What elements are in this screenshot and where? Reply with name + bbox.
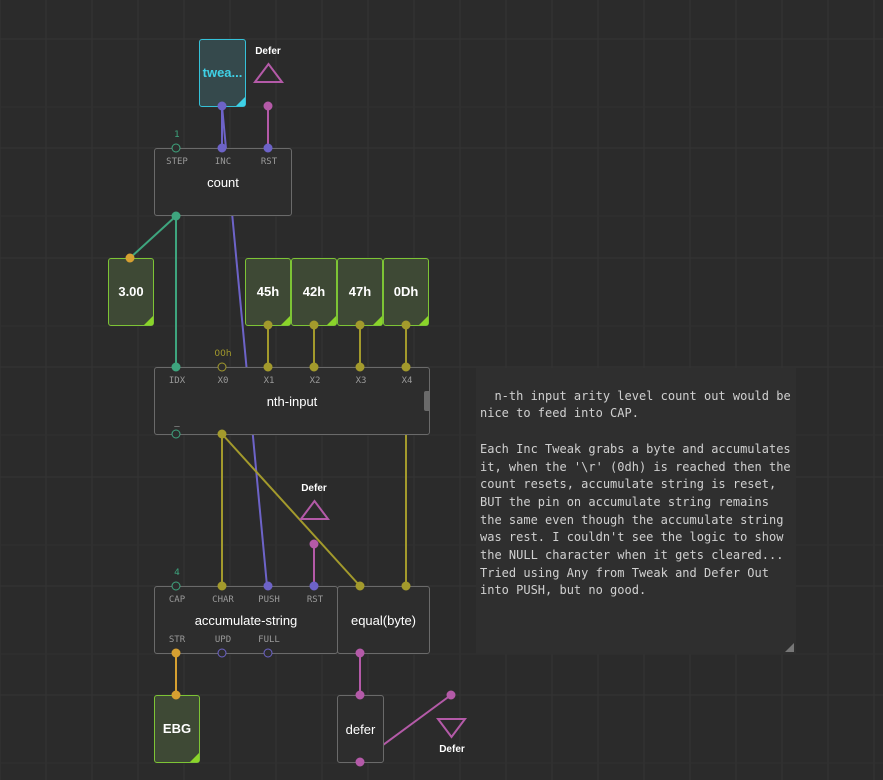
constant-byte-node[interactable]: 0Dh — [383, 258, 429, 326]
nth-x4-label: X4 — [401, 376, 413, 386]
constant-number-pin[interactable] — [125, 253, 135, 263]
count-rst-pin[interactable] — [263, 143, 273, 153]
acc-full-pin[interactable] — [263, 648, 273, 658]
acc-cap-label: CAP — [168, 595, 186, 605]
nth-input-title: nth-input — [266, 394, 318, 409]
constant-corner-marker — [190, 753, 199, 762]
defer-node-title: defer — [345, 722, 376, 737]
nth-x1-pin[interactable] — [263, 362, 273, 372]
constant-byte-node[interactable]: 47h — [337, 258, 383, 326]
equal-output-pin[interactable] — [355, 648, 365, 658]
defer-mid-output-pin[interactable] — [309, 539, 319, 549]
accumulate-string-title: accumulate-string — [194, 613, 298, 628]
acc-push-pin[interactable] — [263, 581, 273, 591]
nth-x2-label: X2 — [309, 376, 321, 386]
variadic-handle[interactable] — [424, 391, 430, 411]
constant-byte-pin[interactable] — [401, 320, 411, 330]
defer-output-pin[interactable] — [355, 757, 365, 767]
nth-x0-pin[interactable] — [217, 362, 227, 372]
count-step-label: STEP — [166, 157, 188, 167]
count-node[interactable]: STEP INC RST count — [154, 148, 292, 216]
constant-byte-value: 42h — [302, 284, 326, 299]
constant-number-value: 3.00 — [118, 284, 144, 299]
defer-bottom-input-pin[interactable] — [446, 690, 456, 700]
defer-bottom-triangle-icon[interactable] — [436, 717, 467, 739]
count-step-pin[interactable] — [171, 143, 181, 153]
acc-cap-value: 4 — [174, 568, 180, 578]
nth-output-label: – — [174, 422, 180, 432]
constant-number-node[interactable]: 3.00 — [108, 258, 154, 326]
nth-x3-pin[interactable] — [355, 362, 365, 372]
count-inc-pin[interactable] — [217, 143, 227, 153]
count-inc-label: INC — [214, 157, 232, 167]
defer-node[interactable]: defer — [337, 695, 384, 763]
constant-string-pin[interactable] — [171, 690, 181, 700]
comment-text: n-th input arity level count out would b… — [480, 388, 791, 598]
constant-byte-value: 45h — [256, 284, 280, 299]
count-rst-label: RST — [260, 157, 278, 167]
acc-char-label: CHAR — [212, 595, 234, 605]
equal-input-a-pin[interactable] — [355, 581, 365, 591]
constant-byte-value: 47h — [348, 284, 372, 299]
defer-input-pin[interactable] — [355, 690, 365, 700]
equal-input-b-pin[interactable] — [401, 581, 411, 591]
nth-x1-label: X1 — [263, 376, 275, 386]
comment-resize-handle[interactable] — [785, 643, 794, 652]
acc-cap-pin[interactable] — [171, 581, 181, 591]
nth-input-node[interactable]: IDX X0 X1 X2 X3 X4 nth-input – — [154, 367, 430, 435]
acc-str-label: STR — [168, 635, 186, 645]
tweak-label: twea... — [202, 65, 243, 80]
acc-upd-pin[interactable] — [217, 648, 227, 658]
equal-byte-title: equal(byte) — [350, 613, 417, 628]
acc-str-pin[interactable] — [171, 648, 181, 658]
count-title: count — [207, 175, 239, 190]
constant-corner-marker — [281, 316, 290, 325]
tweak-corner-marker — [236, 97, 245, 106]
nth-output-a-pin[interactable] — [171, 429, 181, 439]
defer-top-output-pin[interactable] — [263, 101, 273, 111]
count-step-value: 1 — [174, 130, 180, 140]
tweak-node[interactable]: twea... — [199, 39, 246, 107]
nth-x4-pin[interactable] — [401, 362, 411, 372]
nth-output-pin[interactable] — [217, 429, 227, 439]
defer-mid-label: Defer — [301, 483, 327, 494]
constant-corner-marker — [144, 316, 153, 325]
constant-corner-marker — [327, 316, 336, 325]
defer-mid-triangle-icon[interactable] — [299, 499, 330, 521]
nth-x3-label: X3 — [355, 376, 367, 386]
constant-byte-node[interactable]: 42h — [291, 258, 337, 326]
acc-full-label: FULL — [258, 635, 280, 645]
defer-top-label: Defer — [255, 46, 281, 57]
accumulate-string-node[interactable]: CAP CHAR PUSH RST accumulate-string STR … — [154, 586, 338, 654]
acc-char-pin[interactable] — [217, 581, 227, 591]
constant-byte-value: 0Dh — [393, 284, 419, 299]
nth-x2-pin[interactable] — [309, 362, 319, 372]
defer-top-triangle-icon[interactable] — [253, 62, 284, 84]
acc-push-label: PUSH — [258, 595, 280, 605]
nth-idx-pin[interactable] — [171, 362, 181, 372]
equal-byte-node[interactable]: equal(byte) — [337, 586, 430, 654]
constant-byte-pin[interactable] — [263, 320, 273, 330]
constant-string-value: EBG — [162, 721, 192, 736]
nth-x0-label: X0 — [217, 376, 229, 386]
comment-node[interactable]: n-th input arity level count out would b… — [476, 368, 796, 654]
tweak-output-pin[interactable] — [217, 101, 227, 111]
constant-string-node[interactable]: EBG — [154, 695, 200, 763]
constant-byte-pin[interactable] — [355, 320, 365, 330]
nth-idx-label: IDX — [168, 376, 186, 386]
nth-x0-value: 00h — [214, 349, 232, 359]
constant-corner-marker — [419, 316, 428, 325]
acc-upd-label: UPD — [214, 635, 232, 645]
constant-corner-marker — [373, 316, 382, 325]
constant-byte-pin[interactable] — [309, 320, 319, 330]
count-output-pin[interactable] — [171, 211, 181, 221]
acc-rst-pin[interactable] — [309, 581, 319, 591]
defer-bottom-label: Defer — [439, 744, 465, 755]
constant-byte-node[interactable]: 45h — [245, 258, 291, 326]
acc-rst-label: RST — [306, 595, 324, 605]
